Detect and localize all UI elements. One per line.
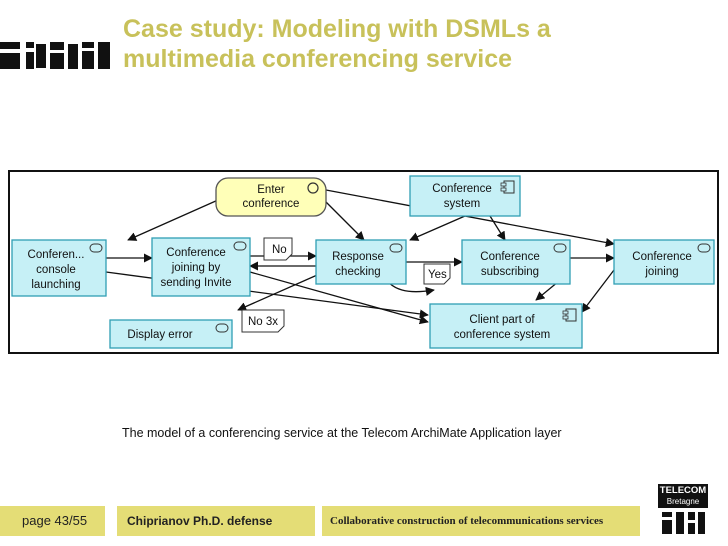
component-icon [565,308,577,322]
invite-line-3: sending Invite [161,277,232,289]
service-icon [389,243,403,253]
console-line-1: Conferen... [28,249,85,261]
institute-logo-icon [0,42,110,69]
note-no-text: No [272,244,287,256]
note-yes: Yes [423,263,451,285]
logo-mark-icon [662,512,705,534]
service-icon [553,243,567,253]
node-conference-subscribing: Conference subscribing [461,239,571,285]
edge-system-subscribing [489,215,506,241]
client-line-2: conference system [454,329,551,341]
archimate-diagram: Enter conference Conference system Confe… [8,170,719,354]
start-node-enter-conference: Enter conference [215,177,327,217]
service-icon [697,243,711,253]
subscribing-line-1: Conference [480,251,539,263]
title-line-1: Case study: Modeling with DSMLs a [123,15,551,43]
response-line-1: Response [332,251,384,263]
event-icon [307,182,319,194]
logo-box: TELECOM Bretagne [658,484,708,508]
invite-line-2: joining by [171,262,221,274]
node-response-checking: Response checking [315,239,407,285]
service-icon [215,323,229,333]
node-display-error: Display error [109,319,233,349]
node-conference-joining: Conference joining [613,239,715,285]
diagram-caption: The model of a conferencing service at t… [122,426,562,440]
service-icon [233,241,247,251]
edge-response-error [237,271,325,311]
node-client-part: Client part of conference system [429,303,583,349]
service-icon [89,243,103,253]
node-console-launching: Conferen... console launching [11,239,107,297]
subscribing-line-2: subscribing [481,266,539,278]
client-line-1: Client part of [469,314,535,326]
start-line-1: Enter [257,184,285,196]
edge-invite-client [249,271,429,325]
footer-author: Chiprianov Ph.D. defense [117,506,315,536]
logo-line-2: Bretagne [666,497,700,506]
node-joining-by-invite: Conference joining by sending Invite [151,237,251,297]
logo-line-1: TELECOM [659,485,707,496]
response-line-2: checking [335,266,380,278]
joining-line-1: Conference [632,251,691,263]
note-yes-text: Yes [428,269,447,281]
note-no3x: No 3x [241,309,285,333]
edge-system-response [409,215,466,241]
note-no: No [263,237,293,261]
start-line-2: conference [243,198,300,210]
page-number: page 43/55 [0,506,105,536]
system-line-1: Conference [432,183,491,195]
edge-start-response [323,199,365,241]
error-line-1: Display error [127,329,192,341]
node-conference-system: Conference system [409,175,521,217]
slide-title: Case study: Modeling with DSMLs a multim… [123,14,713,74]
edge-joining-client [581,269,615,313]
system-line-2: system [444,198,480,210]
telecom-bretagne-logo: TELECOM Bretagne [658,484,708,540]
footer-topic: Collaborative construction of telecommun… [322,506,640,536]
note-no3x-text: No 3x [248,316,278,328]
edge-start-console [127,199,219,241]
edge-start-joining [325,189,615,247]
console-line-2: console [36,264,76,276]
joining-line-2: joining [644,266,678,278]
console-line-3: launching [31,279,80,291]
component-icon [503,180,515,194]
title-line-2: multimedia conferencing service [123,45,513,73]
invite-line-1: Conference [166,247,225,259]
